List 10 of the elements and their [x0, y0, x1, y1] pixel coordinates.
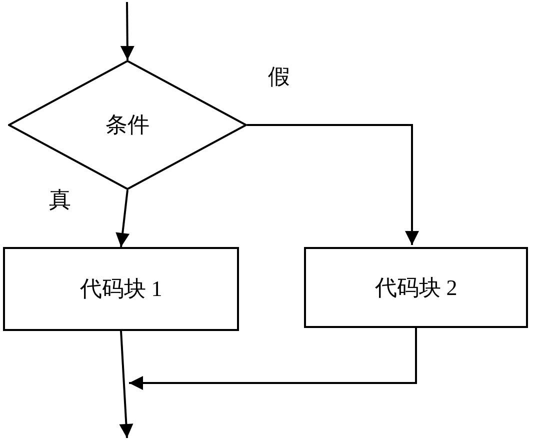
- arrow: [120, 2, 134, 60]
- process-box: 代码块 2: [304, 247, 528, 328]
- arrow: [247, 124, 419, 245]
- decision-diamond: 条件: [8, 60, 247, 190]
- arrow: [116, 190, 130, 248]
- edge-label: 假: [267, 65, 291, 89]
- edge-label: 真: [48, 188, 72, 212]
- arrow: [129, 328, 417, 390]
- arrow: [119, 330, 134, 438]
- process-box: 代码块 1: [3, 247, 239, 331]
